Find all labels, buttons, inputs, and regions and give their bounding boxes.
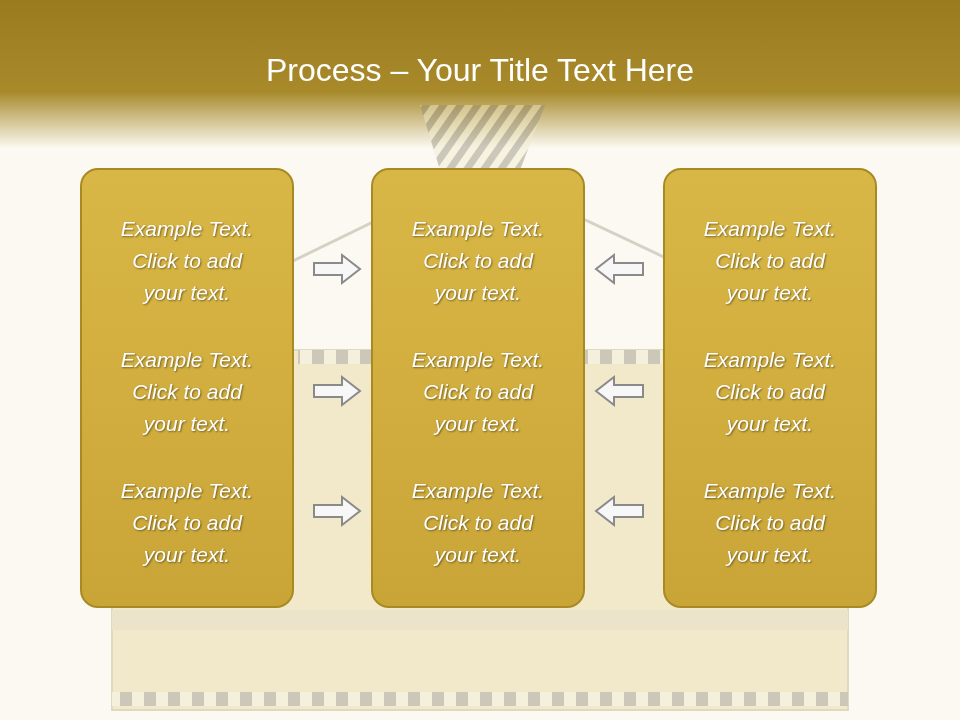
box-text: Example Text. Click to add your text.: [695, 213, 845, 309]
crate-edge: [112, 610, 848, 630]
block-arrow: [314, 255, 360, 283]
process-box: Example Text. Click to add your text. Exa…: [80, 168, 294, 608]
hazard-stripe: [112, 692, 848, 706]
crane-strap: [420, 105, 545, 170]
block-arrow: [314, 377, 360, 405]
box-text: Example Text. Click to add your text.: [112, 213, 262, 309]
box-text: Example Text. Click to add your text.: [403, 213, 553, 309]
block-arrow: [596, 497, 643, 525]
block-arrow: [596, 377, 643, 405]
process-box: Example Text. Click to add your text. Exa…: [371, 168, 585, 608]
box-text: Example Text. Click to add your text.: [695, 344, 845, 440]
block-arrow: [314, 497, 360, 525]
box-text: Example Text. Click to add your text.: [403, 475, 553, 571]
block-arrow: [596, 255, 643, 283]
box-text: Example Text. Click to add your text.: [112, 475, 262, 571]
box-text: Example Text. Click to add your text.: [112, 344, 262, 440]
box-text: Example Text. Click to add your text.: [695, 475, 845, 571]
slide-title: Process – Your Title Text Here: [0, 52, 960, 89]
box-text: Example Text. Click to add your text.: [403, 344, 553, 440]
process-box: Example Text. Click to add your text. Exa…: [663, 168, 877, 608]
